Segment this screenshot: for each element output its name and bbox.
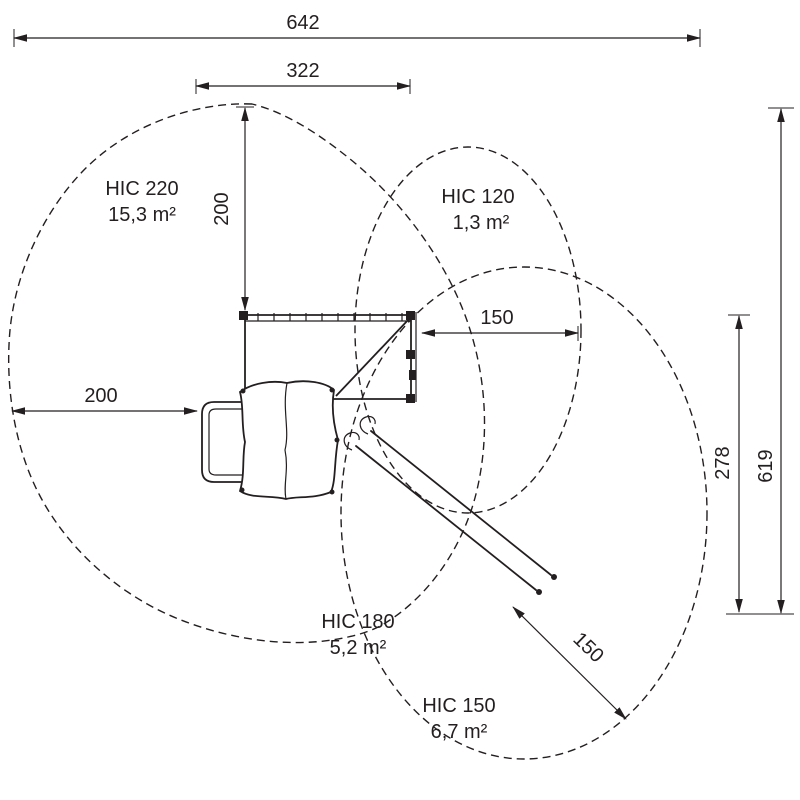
dim-total-width-value: 642 [286,12,319,34]
zone-label-hic180: HIC 180 5,2 m² [321,611,394,659]
rail-fitting [409,370,416,380]
zone-hic220-name: HIC 220 [105,178,178,200]
dim-inner-width: 322 [195,60,411,94]
dim-inner-height-value: 278 [712,446,734,479]
dim-top-height-value: 200 [211,192,233,225]
hic150-zone-outline [340,266,708,760]
zone-hic150-area: 6,7 m² [431,721,488,743]
dim-slide-clearance: 150 [512,606,627,720]
zone-label-hic150: HIC 150 6,7 m² [422,695,495,743]
zone-label-hic120: HIC 120 1,3 m² [441,186,514,234]
handrail [201,401,242,483]
corner-post [406,394,415,403]
platform-frame [239,311,417,403]
dim-left-clearance: 200 [11,385,198,415]
dim-total-height-value: 619 [755,449,777,482]
dim-left-clearance-value: 200 [84,385,117,407]
corner-post [406,350,415,359]
corner-post [239,311,248,320]
dim-inner-width-value: 322 [286,60,319,82]
zone-hic120-name: HIC 120 [441,186,514,208]
hic220-zone-outline [8,103,486,644]
dim-slide-clearance-value: 150 [569,628,608,667]
dim-inner-height: 278 [712,314,794,615]
dim-right-clearance: 150 [421,307,579,341]
zone-hic180-area: 5,2 m² [330,637,387,659]
zone-hic180-name: HIC 180 [321,611,394,633]
slide-handle [343,431,360,451]
zone-hic150-name: HIC 150 [422,695,495,717]
slide-handle [359,415,376,435]
zone-label-hic220: HIC 220 15,3 m² [105,178,178,226]
dim-total-width: 642 [13,12,701,47]
hic120-zone-outline [354,146,582,514]
zone-hic220-area: 15,3 m² [108,204,176,226]
corner-post [406,311,415,320]
slide [343,415,557,595]
zone-labels: HIC 220 15,3 m² HIC 120 1,3 m² HIC 180 5… [105,178,514,743]
climbing-wall-seam [284,382,288,500]
play-structure [201,311,557,595]
climbing-wall [238,380,340,500]
dim-top-height: 200 [211,106,254,311]
safety-zone-outlines [8,103,708,760]
dim-right-clearance-value: 150 [480,307,513,329]
dim-total-height: 619 [755,107,794,614]
zone-hic120-area: 1,3 m² [453,212,510,234]
platform-plank-ticks [257,313,403,321]
